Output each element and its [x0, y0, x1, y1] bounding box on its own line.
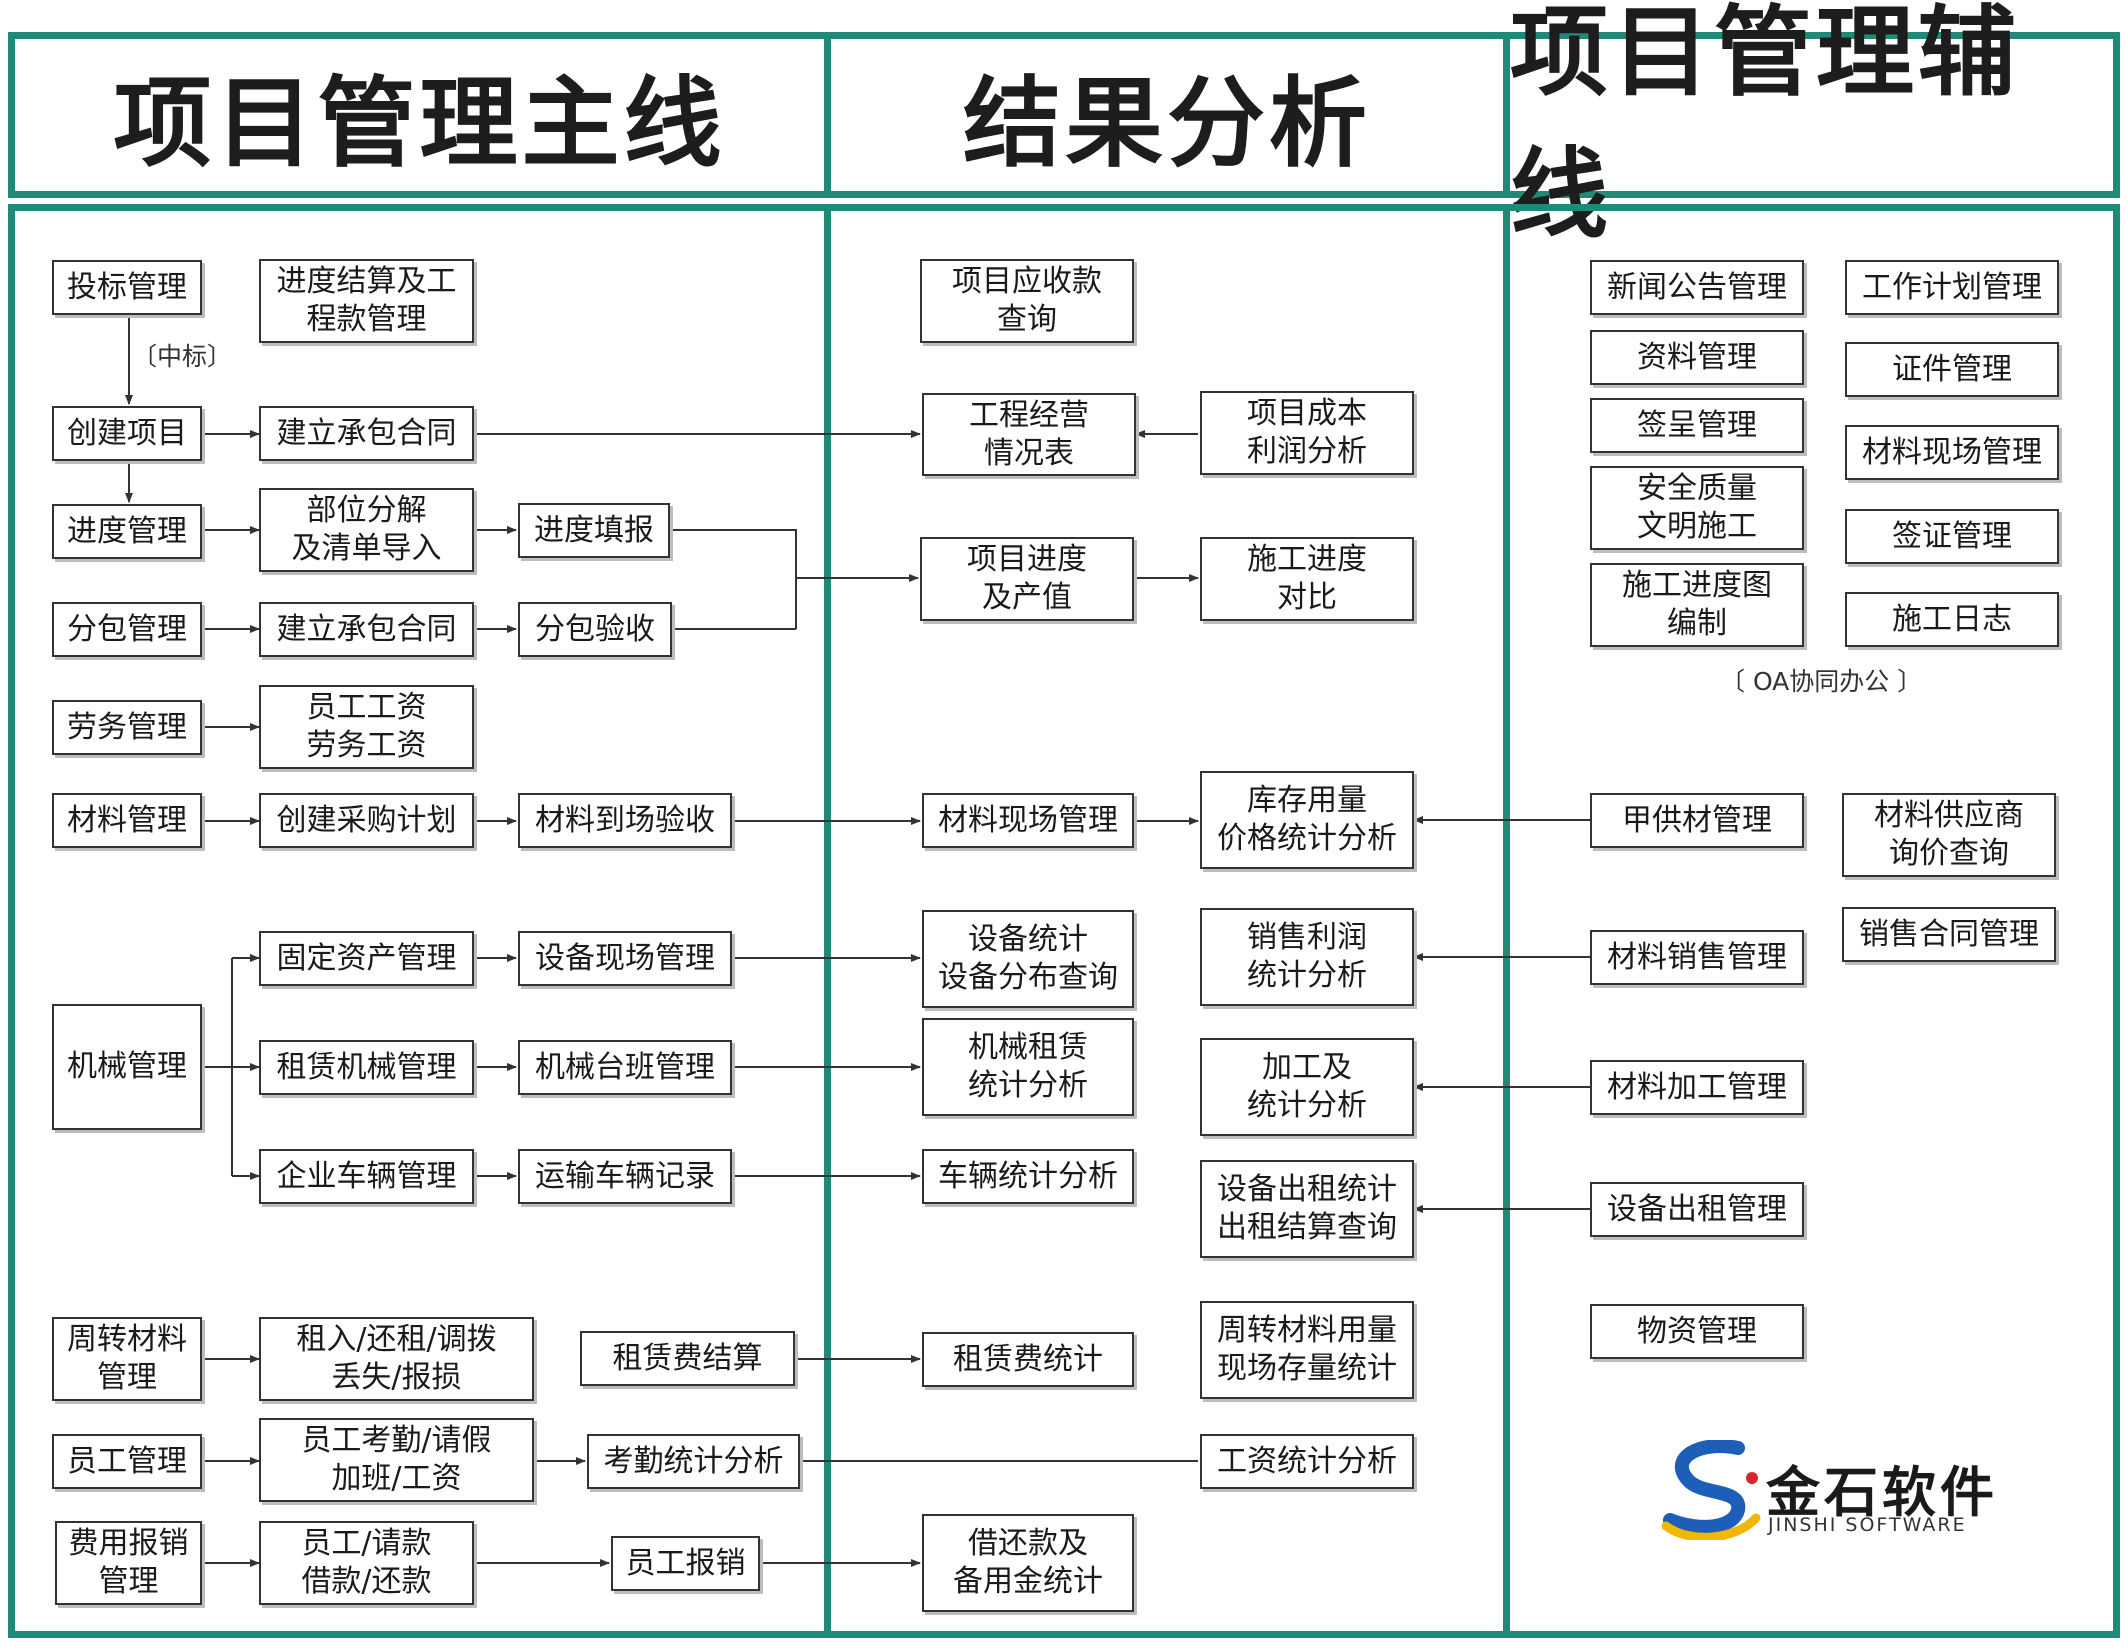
box-material-sales[interactable]: 材料销售管理	[1590, 930, 1804, 985]
box-bid-mgmt[interactable]: 投标管理	[52, 260, 202, 315]
box-operations[interactable]: 工程经营 情况表	[922, 393, 1136, 476]
box-fixed-asset[interactable]: 固定资产管理	[259, 931, 474, 986]
box-sales-contract[interactable]: 销售合同管理	[1842, 907, 2056, 962]
box-vehicle-stats[interactable]: 车辆统计分析	[922, 1149, 1134, 1204]
box-machine-shift[interactable]: 机械台班管理	[518, 1040, 732, 1095]
box-progress-output[interactable]: 项目进度 及产值	[920, 537, 1134, 621]
box-turnover-material[interactable]: 周转材料 管理	[52, 1317, 202, 1401]
box-supplier-inquiry[interactable]: 材料供应商 询价查询	[1842, 793, 2056, 877]
header-analysis: 结果分析	[824, 32, 1510, 198]
box-cost-profit[interactable]: 项目成本 利润分析	[1200, 391, 1414, 475]
box-visa[interactable]: 签证管理	[1845, 509, 2059, 564]
box-machinery-mgmt[interactable]: 机械管理	[52, 1004, 202, 1130]
box-progress-mgmt[interactable]: 进度管理	[52, 504, 202, 559]
box-contract-2[interactable]: 建立承包合同	[259, 602, 474, 657]
box-create-project[interactable]: 创建项目	[52, 406, 202, 461]
box-machine-lease-stats[interactable]: 机械租赁 统计分析	[922, 1018, 1134, 1116]
box-construction-log[interactable]: 施工日志	[1845, 592, 2059, 647]
box-material-site-aux[interactable]: 材料现场管理	[1845, 425, 2059, 480]
logo-name-en: JINSHI SOFTWARE	[1768, 1514, 1967, 1536]
box-progress-settle[interactable]: 进度结算及工 程款管理	[259, 259, 474, 343]
box-turnover-stats[interactable]: 周转材料用量 现场存量统计	[1200, 1301, 1414, 1399]
box-lease-machine[interactable]: 租赁机械管理	[259, 1040, 474, 1095]
box-purchase-plan[interactable]: 创建采购计划	[259, 793, 474, 848]
box-equip-rental[interactable]: 设备出租管理	[1590, 1182, 1804, 1237]
wire-fill-to-merge	[670, 529, 797, 629]
box-owner-supplied[interactable]: 甲供材管理	[1590, 793, 1804, 848]
box-loan-repay[interactable]: 员工/请款 借款/还款	[259, 1521, 474, 1605]
box-rent-settle[interactable]: 租赁费结算	[580, 1331, 795, 1386]
box-vehicle-mgmt[interactable]: 企业车辆管理	[259, 1149, 474, 1204]
box-material-mgmt[interactable]: 材料管理	[52, 793, 202, 848]
box-contract-1[interactable]: 建立承包合同	[259, 406, 474, 461]
box-transport-record[interactable]: 运输车辆记录	[518, 1149, 732, 1204]
box-labor-mgmt[interactable]: 劳务管理	[52, 700, 202, 755]
box-submissions[interactable]: 签呈管理	[1590, 398, 1804, 453]
box-subcontract-accept[interactable]: 分包验收	[518, 602, 672, 657]
logo-name-cn: 金石软件	[1766, 1461, 1998, 1524]
box-documents[interactable]: 资料管理	[1590, 330, 1804, 385]
box-inventory-stats[interactable]: 库存用量 价格统计分析	[1200, 771, 1414, 869]
box-news[interactable]: 新闻公告管理	[1590, 260, 1804, 315]
box-loan-stats[interactable]: 借还款及 备用金统计	[922, 1514, 1134, 1612]
box-wage-stats[interactable]: 工资统计分析	[1200, 1434, 1414, 1489]
box-part-decompose[interactable]: 部位分解 及清单导入	[259, 488, 474, 572]
box-certificates[interactable]: 证件管理	[1845, 342, 2059, 397]
box-expense-mgmt[interactable]: 费用报销 管理	[55, 1521, 202, 1605]
box-goods-mgmt[interactable]: 物资管理	[1590, 1304, 1804, 1359]
box-sales-profit[interactable]: 销售利润 统计分析	[1200, 908, 1414, 1006]
box-rent-fee-stats[interactable]: 租赁费统计	[922, 1332, 1134, 1387]
box-material-accept[interactable]: 材料到场验收	[518, 793, 732, 848]
box-rent-return[interactable]: 租入/还租/调拨 丢失/报损	[259, 1317, 534, 1401]
header-main-line: 项目管理主线	[8, 32, 831, 198]
box-attendance[interactable]: 员工考勤/请假 加班/工资	[259, 1418, 534, 1502]
box-equip-rent-stats[interactable]: 设备出租统计 出租结算查询	[1200, 1160, 1414, 1258]
box-staff-mgmt[interactable]: 员工管理	[52, 1434, 202, 1489]
box-equip-stats[interactable]: 设备统计 设备分布查询	[922, 910, 1134, 1008]
note-oa: 〔 OA协同办公 〕	[1720, 667, 1923, 696]
box-equip-site[interactable]: 设备现场管理	[518, 931, 732, 986]
box-wages[interactable]: 员工工资 劳务工资	[259, 685, 474, 769]
box-work-plan[interactable]: 工作计划管理	[1845, 260, 2059, 315]
box-progress-compare[interactable]: 施工进度 对比	[1200, 537, 1414, 621]
box-staff-reimburse[interactable]: 员工报销	[611, 1536, 760, 1591]
panel-aux-line	[1503, 204, 2120, 1638]
note-win-bid: 〔中标〕	[132, 342, 233, 371]
box-schedule-chart[interactable]: 施工进度图 编制	[1590, 563, 1804, 647]
box-progress-fill[interactable]: 进度填报	[518, 503, 670, 558]
box-safety[interactable]: 安全质量 文明施工	[1590, 466, 1804, 550]
logo-mark	[1661, 1440, 1761, 1540]
box-subcontract-mgmt[interactable]: 分包管理	[52, 602, 202, 657]
box-attendance-stats[interactable]: 考勤统计分析	[587, 1434, 800, 1489]
box-processing-stats[interactable]: 加工及 统计分析	[1200, 1038, 1414, 1136]
box-material-processing[interactable]: 材料加工管理	[1590, 1060, 1804, 1115]
box-receivable[interactable]: 项目应收款 查询	[920, 259, 1134, 343]
box-material-site-analysis[interactable]: 材料现场管理	[922, 793, 1134, 848]
